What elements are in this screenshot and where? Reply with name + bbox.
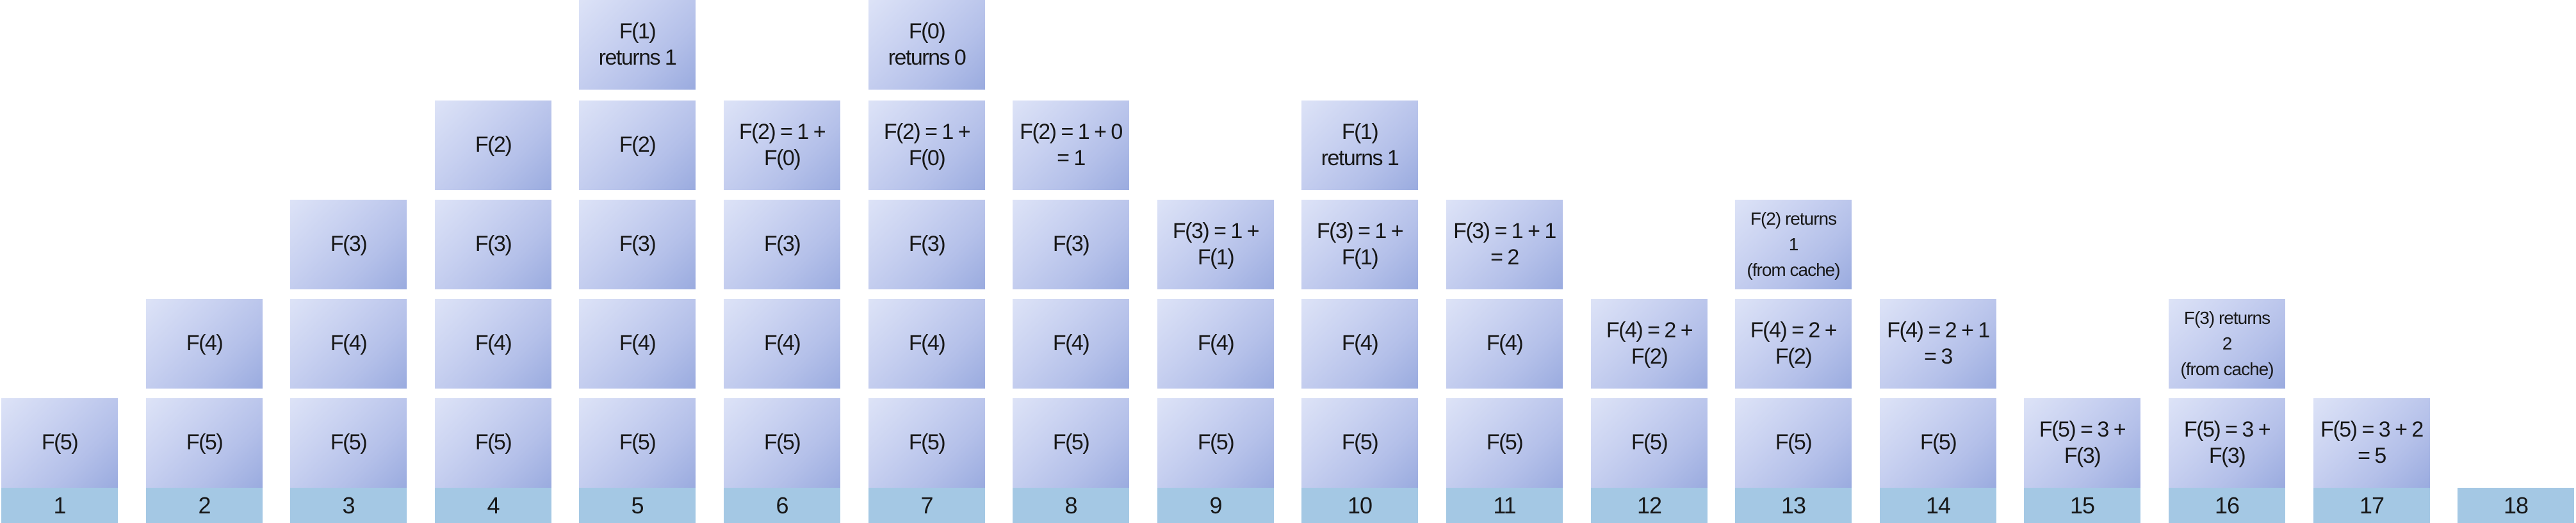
stack-frame: F(5)	[1735, 398, 1852, 488]
stack-frame: F(4)	[1013, 299, 1129, 389]
step-number-cell: 8	[1013, 488, 1129, 523]
stack-frame: F(4)	[435, 299, 551, 389]
call-stack-column: F(3) = 1 + F(1) F(4)F(5)9	[1157, 0, 1274, 523]
stack-frame: F(4)	[868, 299, 985, 389]
stack-frame: F(1) returns 1	[1301, 101, 1418, 190]
step-number-cell: 9	[1157, 488, 1274, 523]
stack-frame: F(2)	[579, 101, 696, 190]
stack-frame: F(5)	[1880, 398, 1996, 488]
call-stack-column: F(5) = 3 + F(3)15	[2024, 0, 2140, 523]
stack-frame: F(4)	[1301, 299, 1418, 389]
step-number-cell: 14	[1880, 488, 1996, 523]
step-number-cell: 5	[579, 488, 696, 523]
stack-frame: F(4) = 2 + F(2)	[1735, 299, 1852, 389]
stack-frame: F(2) = 1 + F(0)	[868, 101, 985, 190]
stack-frame: F(5)	[146, 398, 263, 488]
stack-frame: F(0) returns 0	[868, 0, 985, 90]
stack-frame: F(3) = 1 + 1 = 2	[1446, 200, 1563, 289]
call-stack-column: F(1) returns 1 F(3) = 1 + F(1) F(4)F(5)10	[1301, 0, 1418, 523]
step-number-cell: 15	[2024, 488, 2140, 523]
stack-frame: F(5)	[1446, 398, 1563, 488]
stack-frame: F(5)	[1, 398, 118, 488]
step-number-cell: 3	[290, 488, 407, 523]
stack-frame: F(3)	[579, 200, 696, 289]
call-stack-column: F(2) returns 1 (from cache) F(4) = 2 + F(…	[1735, 0, 1852, 523]
stack-frame: F(3)	[290, 200, 407, 289]
call-stack-column: F(3) returns 2 (from cache)F(5) = 3 + F(…	[2169, 0, 2285, 523]
cache-return-frame: F(3) returns 2 (from cache)	[2169, 299, 2285, 389]
stack-frame: F(5)	[1157, 398, 1274, 488]
step-number-cell: 12	[1591, 488, 1708, 523]
stack-frame: F(3) = 1 + F(1)	[1301, 200, 1418, 289]
call-stack-column: F(2) F(3) F(4)F(5)4	[435, 0, 551, 523]
stack-frame: F(3)	[724, 200, 840, 289]
stack-frame: F(5)	[868, 398, 985, 488]
step-number-cell: 16	[2169, 488, 2285, 523]
stack-frame: F(2) = 1 + F(0)	[724, 101, 840, 190]
call-stack-column: F(4) = 2 + F(2)F(5)12	[1591, 0, 1708, 523]
step-number-cell: 11	[1446, 488, 1563, 523]
stack-frame: F(3)	[868, 200, 985, 289]
stack-frame: F(4) = 2 + F(2)	[1591, 299, 1708, 389]
stack-frame: F(4)	[579, 299, 696, 389]
stack-frame: F(2)	[435, 101, 551, 190]
call-stack-column: F(2) = 1 + F(0) F(3) F(4)F(5)6	[724, 0, 840, 523]
stack-frame: F(5) = 3 + F(3)	[2024, 398, 2140, 488]
step-number-cell: 13	[1735, 488, 1852, 523]
stack-frame: F(3)	[1013, 200, 1129, 289]
stack-frame: F(5)	[579, 398, 696, 488]
stack-frame: F(5)	[1013, 398, 1129, 488]
stack-frame: F(5)	[1301, 398, 1418, 488]
step-number-cell: 10	[1301, 488, 1418, 523]
stack-frame: F(2) = 1 + 0 = 1	[1013, 101, 1129, 190]
stack-frame: F(4)	[146, 299, 263, 389]
step-number-cell: 4	[435, 488, 551, 523]
step-number-cell: 6	[724, 488, 840, 523]
stack-frame: F(5)	[724, 398, 840, 488]
cache-return-frame: F(2) returns 1 (from cache)	[1735, 200, 1852, 289]
call-stack-column: F(4)F(5)2	[146, 0, 263, 523]
stack-frame: F(4)	[1446, 299, 1563, 389]
call-stack-column: F(0) returns 0 F(2) = 1 + F(0) F(3) F(4)F(5…	[868, 0, 985, 523]
call-stack-column: F(2) = 1 + 0 = 1 F(3) F(4)F(5)8	[1013, 0, 1129, 523]
call-stack-column: F(3) = 1 + 1 = 2 F(4)F(5)11	[1446, 0, 1563, 523]
step-number-cell: 2	[146, 488, 263, 523]
stack-frame: F(4) = 2 + 1 = 3	[1880, 299, 1996, 389]
stack-frame: F(5) = 3 + 2 = 5	[2313, 398, 2430, 488]
stack-frame: F(4)	[1157, 299, 1274, 389]
step-number-cell: 1	[1, 488, 118, 523]
call-stack-column: 18	[2458, 0, 2574, 523]
stack-frame: F(1) returns 1	[579, 0, 696, 90]
stack-frame: F(5)	[1591, 398, 1708, 488]
call-stack-column: F(3) F(4)F(5)3	[290, 0, 407, 523]
stack-frame: F(5)	[435, 398, 551, 488]
stack-frame: F(3)	[435, 200, 551, 289]
stack-frame: F(3) = 1 + F(1)	[1157, 200, 1274, 289]
step-number-cell: 18	[2458, 488, 2574, 523]
stack-frame: F(5) = 3 + F(3)	[2169, 398, 2285, 488]
stack-frame: F(4)	[290, 299, 407, 389]
stack-frame: F(4)	[724, 299, 840, 389]
call-stack-column: F(1) returns 1 F(2) F(3) F(4)F(5)5	[579, 0, 696, 523]
step-number-cell: 7	[868, 488, 985, 523]
stack-frame: F(5)	[290, 398, 407, 488]
call-stack-column: F(5)1	[1, 0, 118, 523]
step-number-cell: 17	[2313, 488, 2430, 523]
